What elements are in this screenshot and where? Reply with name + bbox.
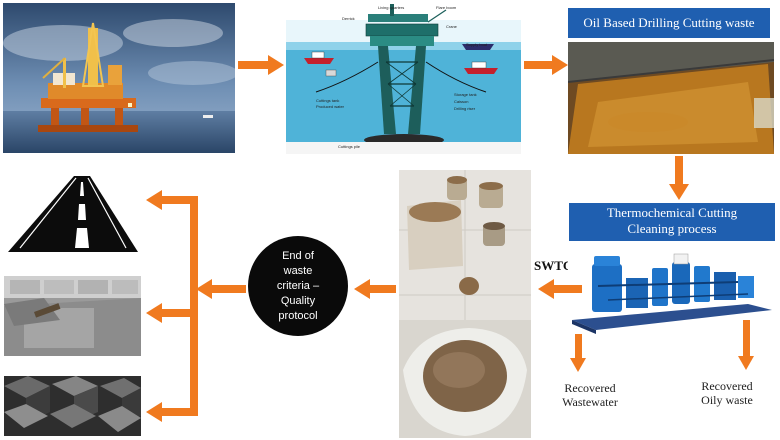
- callout: Supply boat: [466, 42, 488, 47]
- callout: Living quarters: [378, 5, 405, 10]
- oil-based-waste-label: Oil Based Drilling Cutting waste: [568, 8, 770, 38]
- arrow-to-wastewater: [575, 334, 582, 360]
- arrow-swtcc-to-cuttings-head: [538, 279, 554, 299]
- callout: Cuttings tank: [316, 98, 340, 103]
- callout: Crane: [446, 24, 457, 29]
- arrow-eow-to-products: [210, 285, 246, 293]
- callout: Caisson: [454, 99, 469, 104]
- treated-cuttings-photo: [399, 170, 531, 438]
- arrow-to-road: [160, 196, 198, 204]
- arrow-schematic-to-waste: [524, 61, 554, 69]
- arrow-waste-to-process: [675, 156, 683, 186]
- arrow-to-blocks-head: [146, 303, 162, 323]
- arrow-to-tiles: [160, 408, 198, 416]
- arrow-waste-to-process-head: [669, 184, 689, 200]
- arrow-schematic-to-waste-head: [552, 55, 568, 75]
- recovered-wastewater-label: Recovered Wastewater: [562, 381, 618, 409]
- arrow-rig-to-schematic-head: [268, 55, 284, 75]
- arrow-cuttings-to-eow: [368, 285, 396, 293]
- cutting-waste-pit-photo: [568, 42, 774, 154]
- arrow-to-road-head: [146, 190, 162, 210]
- road-product-image: [4, 172, 141, 254]
- callout: Cuttings pile: [338, 144, 361, 149]
- arrow-rig-to-schematic: [238, 61, 270, 69]
- callout: Produced water: [316, 104, 345, 109]
- arrow-to-wastewater-head: [570, 358, 586, 372]
- callout: Flare boom: [436, 5, 457, 10]
- thermochemical-process-label: Thermochemical Cutting Cleaning process: [569, 203, 775, 241]
- callout: Storage tank: [454, 92, 477, 97]
- concrete-blocks-image: [4, 276, 141, 356]
- arrow-eow-to-products-head: [196, 279, 212, 299]
- platform-schematic: Derrick Living quarters Flare boom Crane…: [286, 2, 521, 154]
- offshore-rig-photo: [3, 3, 235, 153]
- swtcc-machine-image: [568, 246, 776, 334]
- arrow-to-blocks: [160, 309, 190, 317]
- arrow-cuttings-to-eow-head: [354, 279, 370, 299]
- arrow-bracket: [190, 196, 198, 416]
- callout: Drilling riser: [454, 106, 476, 111]
- recovered-oily-waste-label: Recovered Oily waste: [701, 379, 753, 407]
- end-of-waste-criteria-node: End of waste criteria – Quality protocol: [248, 236, 348, 336]
- tiles-image: [4, 376, 141, 436]
- arrow-to-oily-waste-head: [738, 356, 754, 370]
- callout: Derrick: [342, 16, 355, 21]
- arrow-to-tiles-head: [146, 402, 162, 422]
